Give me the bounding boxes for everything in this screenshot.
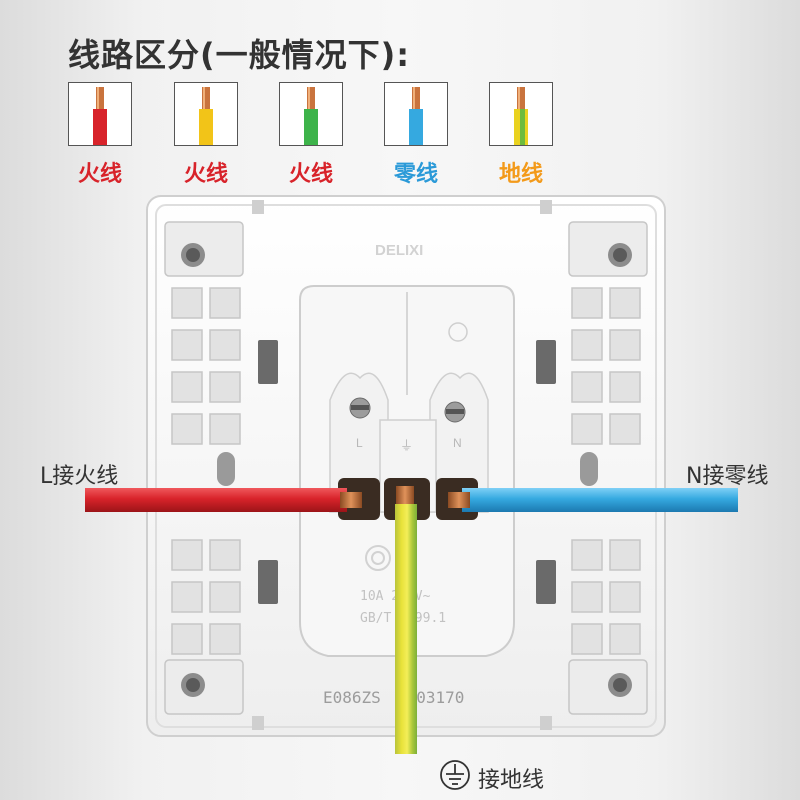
screw-holes: [181, 243, 632, 697]
legend-label: 火线: [288, 162, 333, 187]
page-title: 线路区分(一般情况下):: [68, 36, 411, 74]
legend-label: 火线: [77, 162, 122, 187]
legend-wire-sample: [489, 82, 553, 146]
model-number: E086ZS: [323, 688, 381, 707]
neutral-wire-label: N接零线: [686, 464, 769, 489]
terminal-label-live: L: [356, 436, 363, 450]
legend-wire-sample: [279, 82, 343, 146]
legend-wire-sample: [68, 82, 132, 146]
mounting-slots: [217, 340, 598, 604]
wire-sample-icon: [409, 87, 423, 145]
terminal-label-earth: ⏚: [400, 439, 413, 454]
legend-wire-sample: [174, 82, 238, 146]
live-wire: [85, 488, 362, 512]
legend-label: 地线: [498, 162, 543, 187]
wire-sample-icon: [199, 87, 213, 145]
wire-sample-icon: [304, 87, 318, 145]
wire-sample-icon: [514, 87, 528, 145]
live-wire-label: L接火线: [40, 464, 119, 489]
earth-wire-label: 接地线: [478, 768, 545, 793]
brand-logo: DELIXI: [375, 242, 423, 259]
left-mounting-ribs: [164, 221, 244, 715]
wire-sample-icon: [93, 87, 107, 145]
legend-wire-sample: [384, 82, 448, 146]
legend-label: 零线: [393, 162, 438, 187]
terminal-label-neutral: N: [453, 436, 462, 450]
legend-label: 火线: [183, 162, 228, 187]
earth-wire: [395, 486, 417, 754]
right-mounting-ribs: [568, 221, 648, 715]
ground-symbol-icon: [440, 760, 470, 790]
neutral-wire: [448, 488, 738, 512]
